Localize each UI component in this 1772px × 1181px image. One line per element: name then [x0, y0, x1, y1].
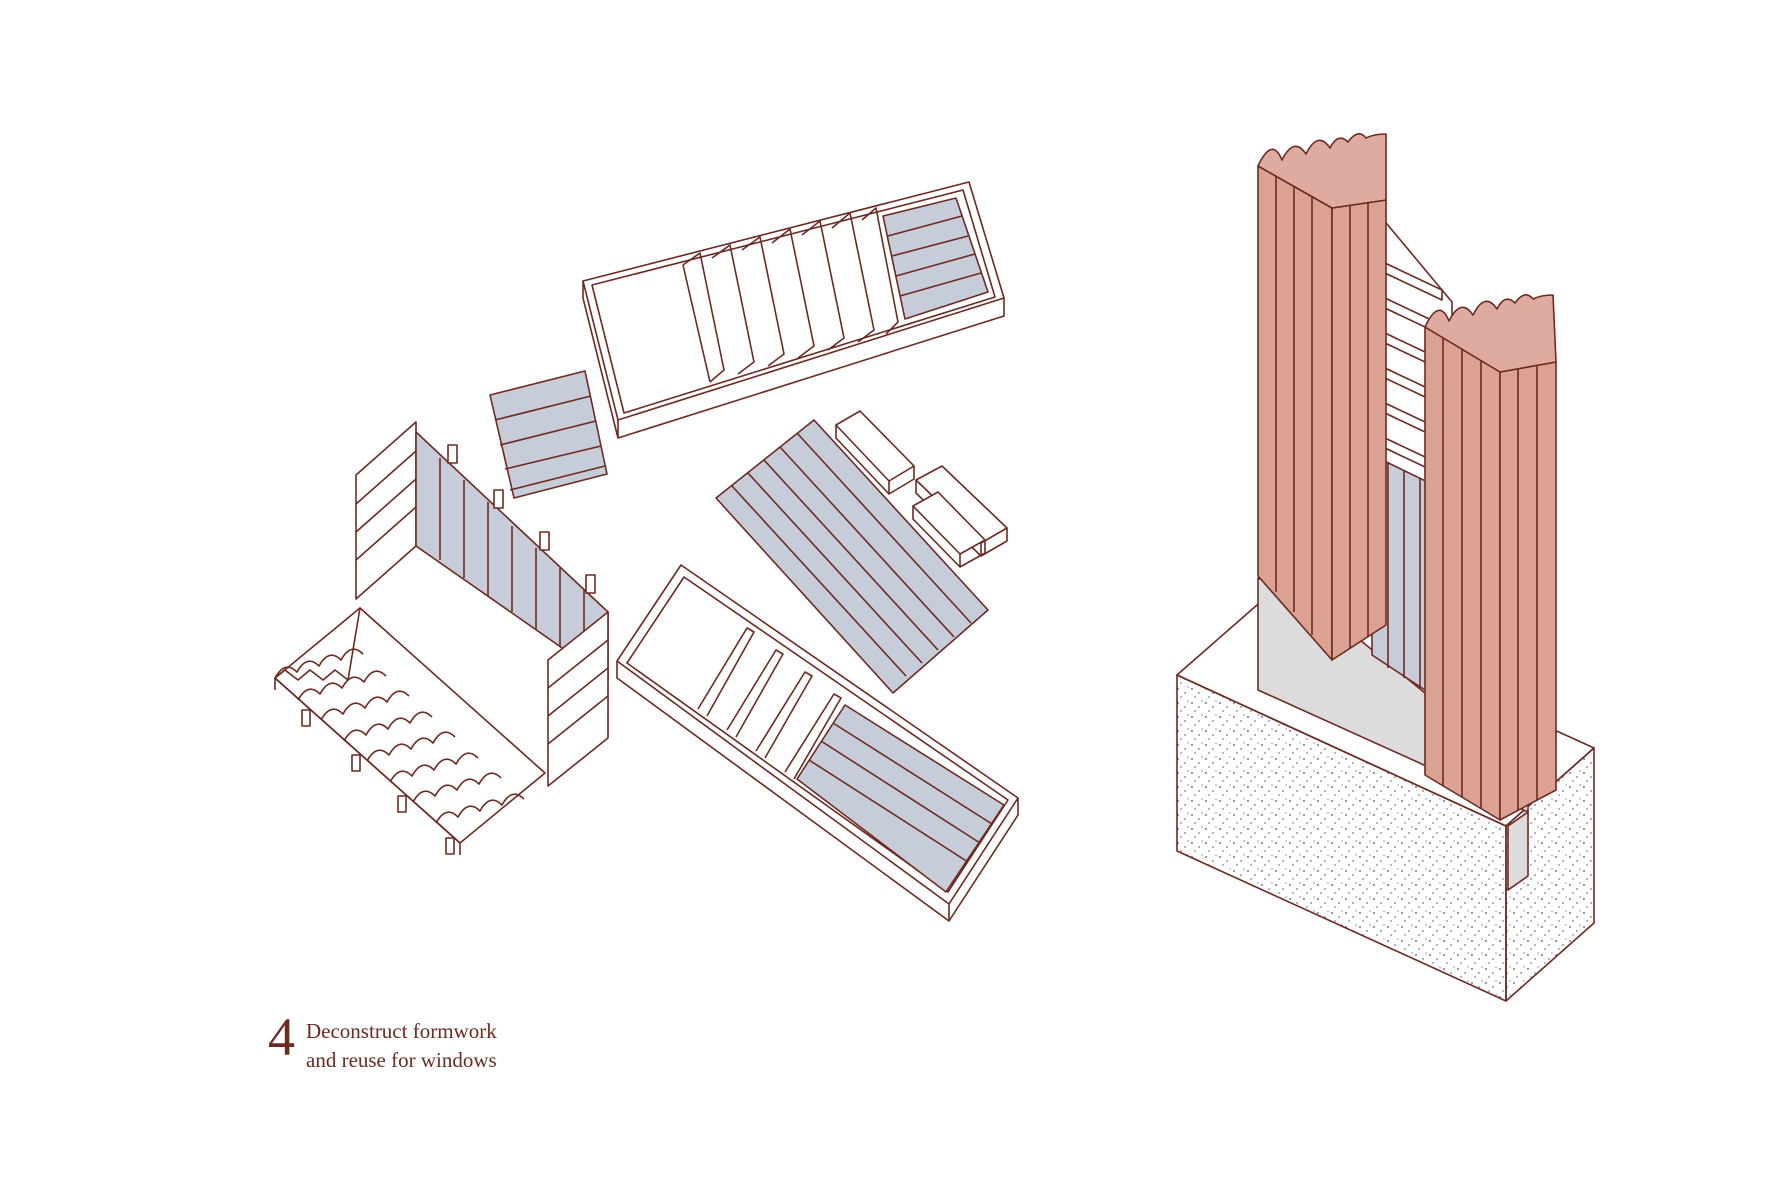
timber-blocks: [835, 410, 1008, 568]
caption-line-2: and reuse for windows: [306, 1048, 497, 1072]
caption-line-1: Deconstruct formwork: [306, 1019, 497, 1043]
assembled-window: [1176, 133, 1595, 1002]
terracotta-pier-left: [1257, 133, 1387, 661]
terracotta-pier-right: [1424, 294, 1557, 821]
corrugated-sheet-small: [489, 370, 608, 499]
formwork-box-top: [582, 181, 1005, 439]
formwork-box-bottom: [616, 564, 1019, 922]
corrugated-sheet-medium: [715, 419, 989, 694]
box-bottom-blue-panel: [796, 704, 1005, 893]
box-top-blue-panel: [882, 197, 989, 320]
step-number: 4: [268, 1007, 295, 1067]
formwork-wall-corner: [355, 421, 609, 787]
timber-deck: [274, 607, 546, 855]
box-bottom-fins: [697, 627, 842, 780]
box-top-fins: [682, 207, 899, 383]
